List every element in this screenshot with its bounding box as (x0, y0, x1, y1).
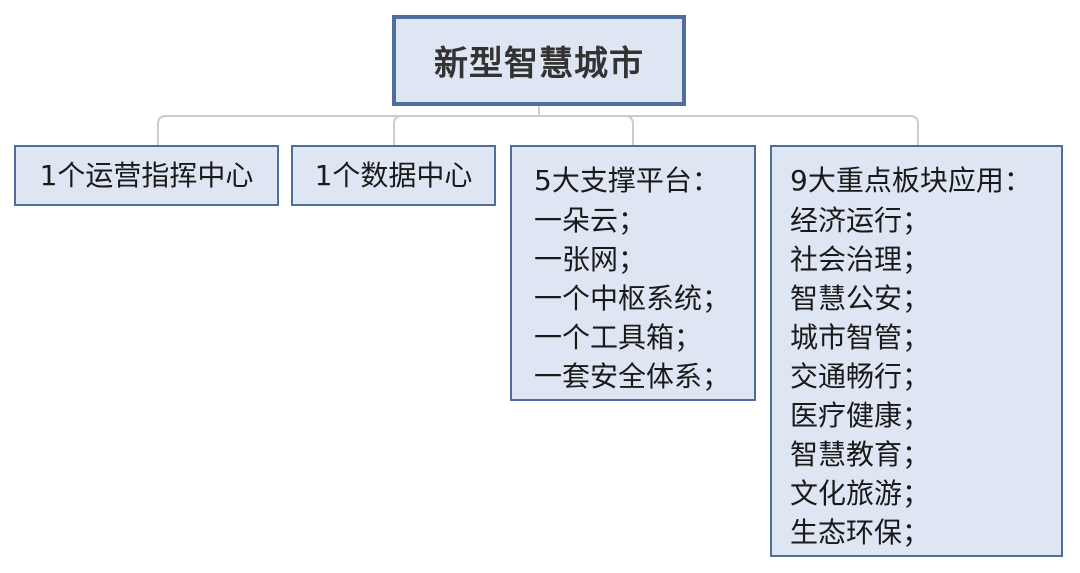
list-item: 文化旅游； (790, 477, 931, 510)
branch-support-platforms: 5大支撑平台： 一朵云； 一张网； 一个中枢系统； 一个工具箱； 一套安全体系； (510, 145, 756, 401)
branch-title: 1个运营指挥中心 (39, 158, 254, 192)
branch-operations-center: 1个运营指挥中心 (14, 145, 279, 206)
list-item: 一个中枢系统； (534, 282, 731, 315)
branch-key-applications: 9大重点板块应用： 经济运行； 社会治理； 智慧公安； 城市智管； 交通畅行； … (770, 145, 1063, 557)
branch-title: 1个数据中心 (314, 158, 473, 192)
list-item: 生态环保； (790, 516, 931, 549)
list-item: 社会治理； (790, 243, 931, 276)
branch-data-center: 1个数据中心 (291, 145, 496, 206)
list-item: 一套安全体系； (534, 360, 731, 393)
branch-title: 9大重点板块应用： (790, 164, 1032, 197)
list-item: 一个工具箱； (534, 321, 703, 354)
branch-item-list: 一朵云； 一张网； 一个中枢系统； 一个工具箱； 一套安全体系； (534, 201, 754, 396)
list-item: 经济运行； (790, 204, 931, 237)
list-item: 一朵云； (534, 204, 647, 237)
connector-branch-3 (624, 115, 634, 145)
root-node: 新型智慧城市 (392, 15, 686, 106)
list-item: 医疗健康； (790, 399, 931, 432)
list-item: 一张网； (534, 243, 647, 276)
list-item: 智慧教育； (790, 438, 931, 471)
connector-bus (157, 115, 919, 145)
list-item: 智慧公安； (790, 282, 931, 315)
list-item: 城市智管； (790, 321, 931, 354)
branch-item-list: 经济运行； 社会治理； 智慧公安； 城市智管； 交通畅行； 医疗健康； 智慧教育… (790, 201, 1061, 552)
branch-title: 5大支撑平台： (534, 164, 720, 197)
root-label: 新型智慧城市 (434, 44, 644, 84)
list-item: 交通畅行； (790, 360, 931, 393)
connector-branch-2 (393, 115, 403, 145)
